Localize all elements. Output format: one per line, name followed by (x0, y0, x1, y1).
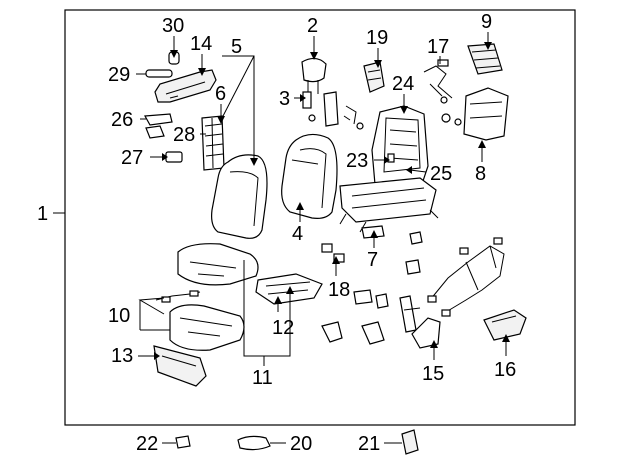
callout-16: 16 (494, 359, 516, 381)
part-clip-22 (175, 435, 191, 449)
part-connectors (321, 243, 345, 263)
callout-21: 21 (358, 433, 380, 455)
callout-23: 23 (346, 150, 368, 172)
callout-2: 2 (307, 15, 318, 37)
part-wiring-harness (423, 59, 453, 104)
part-buckle-cover (411, 317, 441, 349)
callout-30: 30 (162, 15, 184, 37)
leader-lines (53, 32, 510, 444)
callout-10: 10 (108, 305, 130, 327)
callout-15: 15 (422, 363, 444, 385)
part-seatback-pad (281, 133, 338, 219)
part-rail-trim (153, 345, 207, 387)
callout-27: 27 (121, 147, 143, 169)
callout-9: 9 (481, 11, 492, 33)
part-lumbar-bracket (363, 61, 385, 93)
callout-5: 5 (231, 36, 242, 58)
diagram-frame (64, 9, 576, 426)
part-seat-frame (371, 105, 429, 197)
part-back-board (441, 87, 509, 141)
callout-11: 11 (252, 367, 273, 389)
callout-13: 13 (111, 345, 133, 367)
callout-22: 22 (136, 433, 158, 455)
part-switch (144, 113, 173, 126)
callout-24: 24 (392, 73, 414, 95)
part-module-plate (483, 309, 527, 341)
part-headrest-guide (302, 91, 364, 130)
callout-28: 28 (173, 124, 195, 146)
callout-6: 6 (215, 83, 226, 105)
part-lever-handle (145, 69, 173, 78)
part-trim-panel (467, 43, 503, 75)
callout-26: 26 (111, 109, 133, 131)
part-side-shield (154, 69, 217, 103)
part-seat-adjuster (339, 177, 439, 233)
callout-17: 17 (427, 36, 449, 58)
callout-8: 8 (475, 163, 486, 185)
part-headrest (301, 57, 327, 94)
part-misc-brackets (321, 231, 423, 345)
part-pad-20 (237, 435, 271, 451)
part-pin (387, 153, 395, 163)
callout-19: 19 (366, 27, 388, 49)
callout-25: 25 (430, 163, 452, 185)
part-bracket-21 (401, 429, 419, 455)
callout-7: 7 (367, 249, 378, 271)
callout-4: 4 (292, 223, 303, 245)
part-cushion-cover (177, 243, 259, 286)
callout-12: 12 (272, 317, 294, 339)
callout-14: 14 (190, 33, 212, 55)
part-seatback-cover (211, 154, 268, 239)
part-bracket (145, 125, 165, 139)
callout-18: 18 (328, 279, 350, 301)
callout-1: 1 (37, 203, 48, 225)
callout-20: 20 (290, 433, 312, 455)
callout-3: 3 (279, 88, 290, 110)
part-harness-right (427, 237, 505, 317)
part-connector (165, 151, 183, 163)
callout-29: 29 (108, 64, 130, 86)
part-cushion-pad (155, 290, 245, 351)
part-heater-panel (201, 115, 225, 171)
part-belt-buckle (399, 295, 421, 333)
